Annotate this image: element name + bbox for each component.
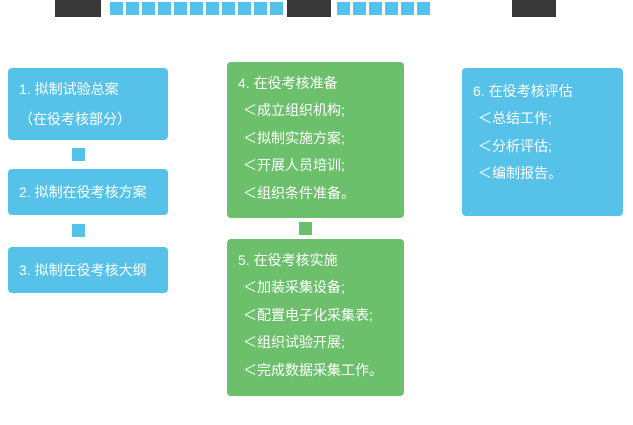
- step-1-subtitle: （在役考核部分）: [19, 111, 131, 127]
- step-6-title: 6. 在役考核评估: [473, 83, 573, 99]
- pixel-square: [190, 2, 203, 15]
- pixel-square: [337, 2, 350, 15]
- header-square-group-2: [337, 2, 430, 15]
- header-square-group-1: [110, 2, 283, 15]
- step-5-title: 5. 在役考核实施: [238, 252, 338, 268]
- step-5-item: ＜加装采集设备;: [243, 279, 345, 295]
- pixel-square: [206, 2, 219, 15]
- step-4-item: ＜组织条件准备。: [243, 184, 355, 201]
- step-5-item: ＜完成数据采集工作。: [243, 361, 383, 378]
- connector-step2-step3: [72, 224, 85, 237]
- pixel-square: [238, 2, 251, 15]
- step-4-item: ＜成立组织机构;: [243, 102, 345, 118]
- pixel-square: [142, 2, 155, 15]
- step-5-item: ＜组织试验开展;: [243, 334, 345, 350]
- step-4-item: ＜拟制实施方案;: [243, 129, 345, 146]
- step-1-box: 1. 拟制试验总案 （在役考核部分）: [8, 68, 168, 140]
- step-6-item: ＜编制报告。: [478, 165, 562, 181]
- pixel-square: [254, 2, 267, 15]
- pixel-square: [385, 2, 398, 15]
- step-1-title: 1. 拟制试验总案: [19, 81, 119, 97]
- header-dark-block-2: [287, 0, 331, 17]
- connector-step1-step2: [72, 148, 85, 161]
- connector-step4-step5: [299, 222, 312, 235]
- pixel-square: [417, 2, 430, 15]
- step-2-box: 2. 拟制在役考核方案: [8, 169, 168, 215]
- step-4-title: 4. 在役考核准备: [238, 75, 338, 91]
- header-dark-block-3: [512, 0, 556, 17]
- pixel-square: [174, 2, 187, 15]
- step-2-title: 2. 拟制在役考核方案: [19, 184, 147, 200]
- step-3-box: 3. 拟制在役考核大纲: [8, 247, 168, 293]
- pixel-square: [222, 2, 235, 15]
- pixel-square: [270, 2, 283, 15]
- step-3-title: 3. 拟制在役考核大纲: [19, 262, 147, 278]
- step-4-item: ＜开展人员培训;: [243, 157, 345, 173]
- pixel-square: [401, 2, 414, 15]
- step-5-item: ＜配置电子化采集表;: [243, 306, 373, 323]
- pixel-square: [369, 2, 382, 15]
- pixel-square: [126, 2, 139, 15]
- step-5-box: 5. 在役考核实施 ＜加装采集设备; ＜配置电子化采集表; ＜组织试验开展; ＜…: [227, 239, 404, 396]
- step-6-box: 6. 在役考核评估 ＜总结工作; ＜分析评估; ＜编制报告。: [462, 68, 623, 216]
- pixel-square: [110, 2, 123, 15]
- step-6-item: ＜分析评估;: [478, 137, 552, 154]
- pixel-square: [158, 2, 171, 15]
- pixel-square: [353, 2, 366, 15]
- header-dark-block-1: [55, 0, 101, 17]
- step-4-box: 4. 在役考核准备 ＜成立组织机构; ＜拟制实施方案; ＜开展人员培训; ＜组织…: [227, 62, 404, 218]
- step-6-item: ＜总结工作;: [478, 110, 552, 126]
